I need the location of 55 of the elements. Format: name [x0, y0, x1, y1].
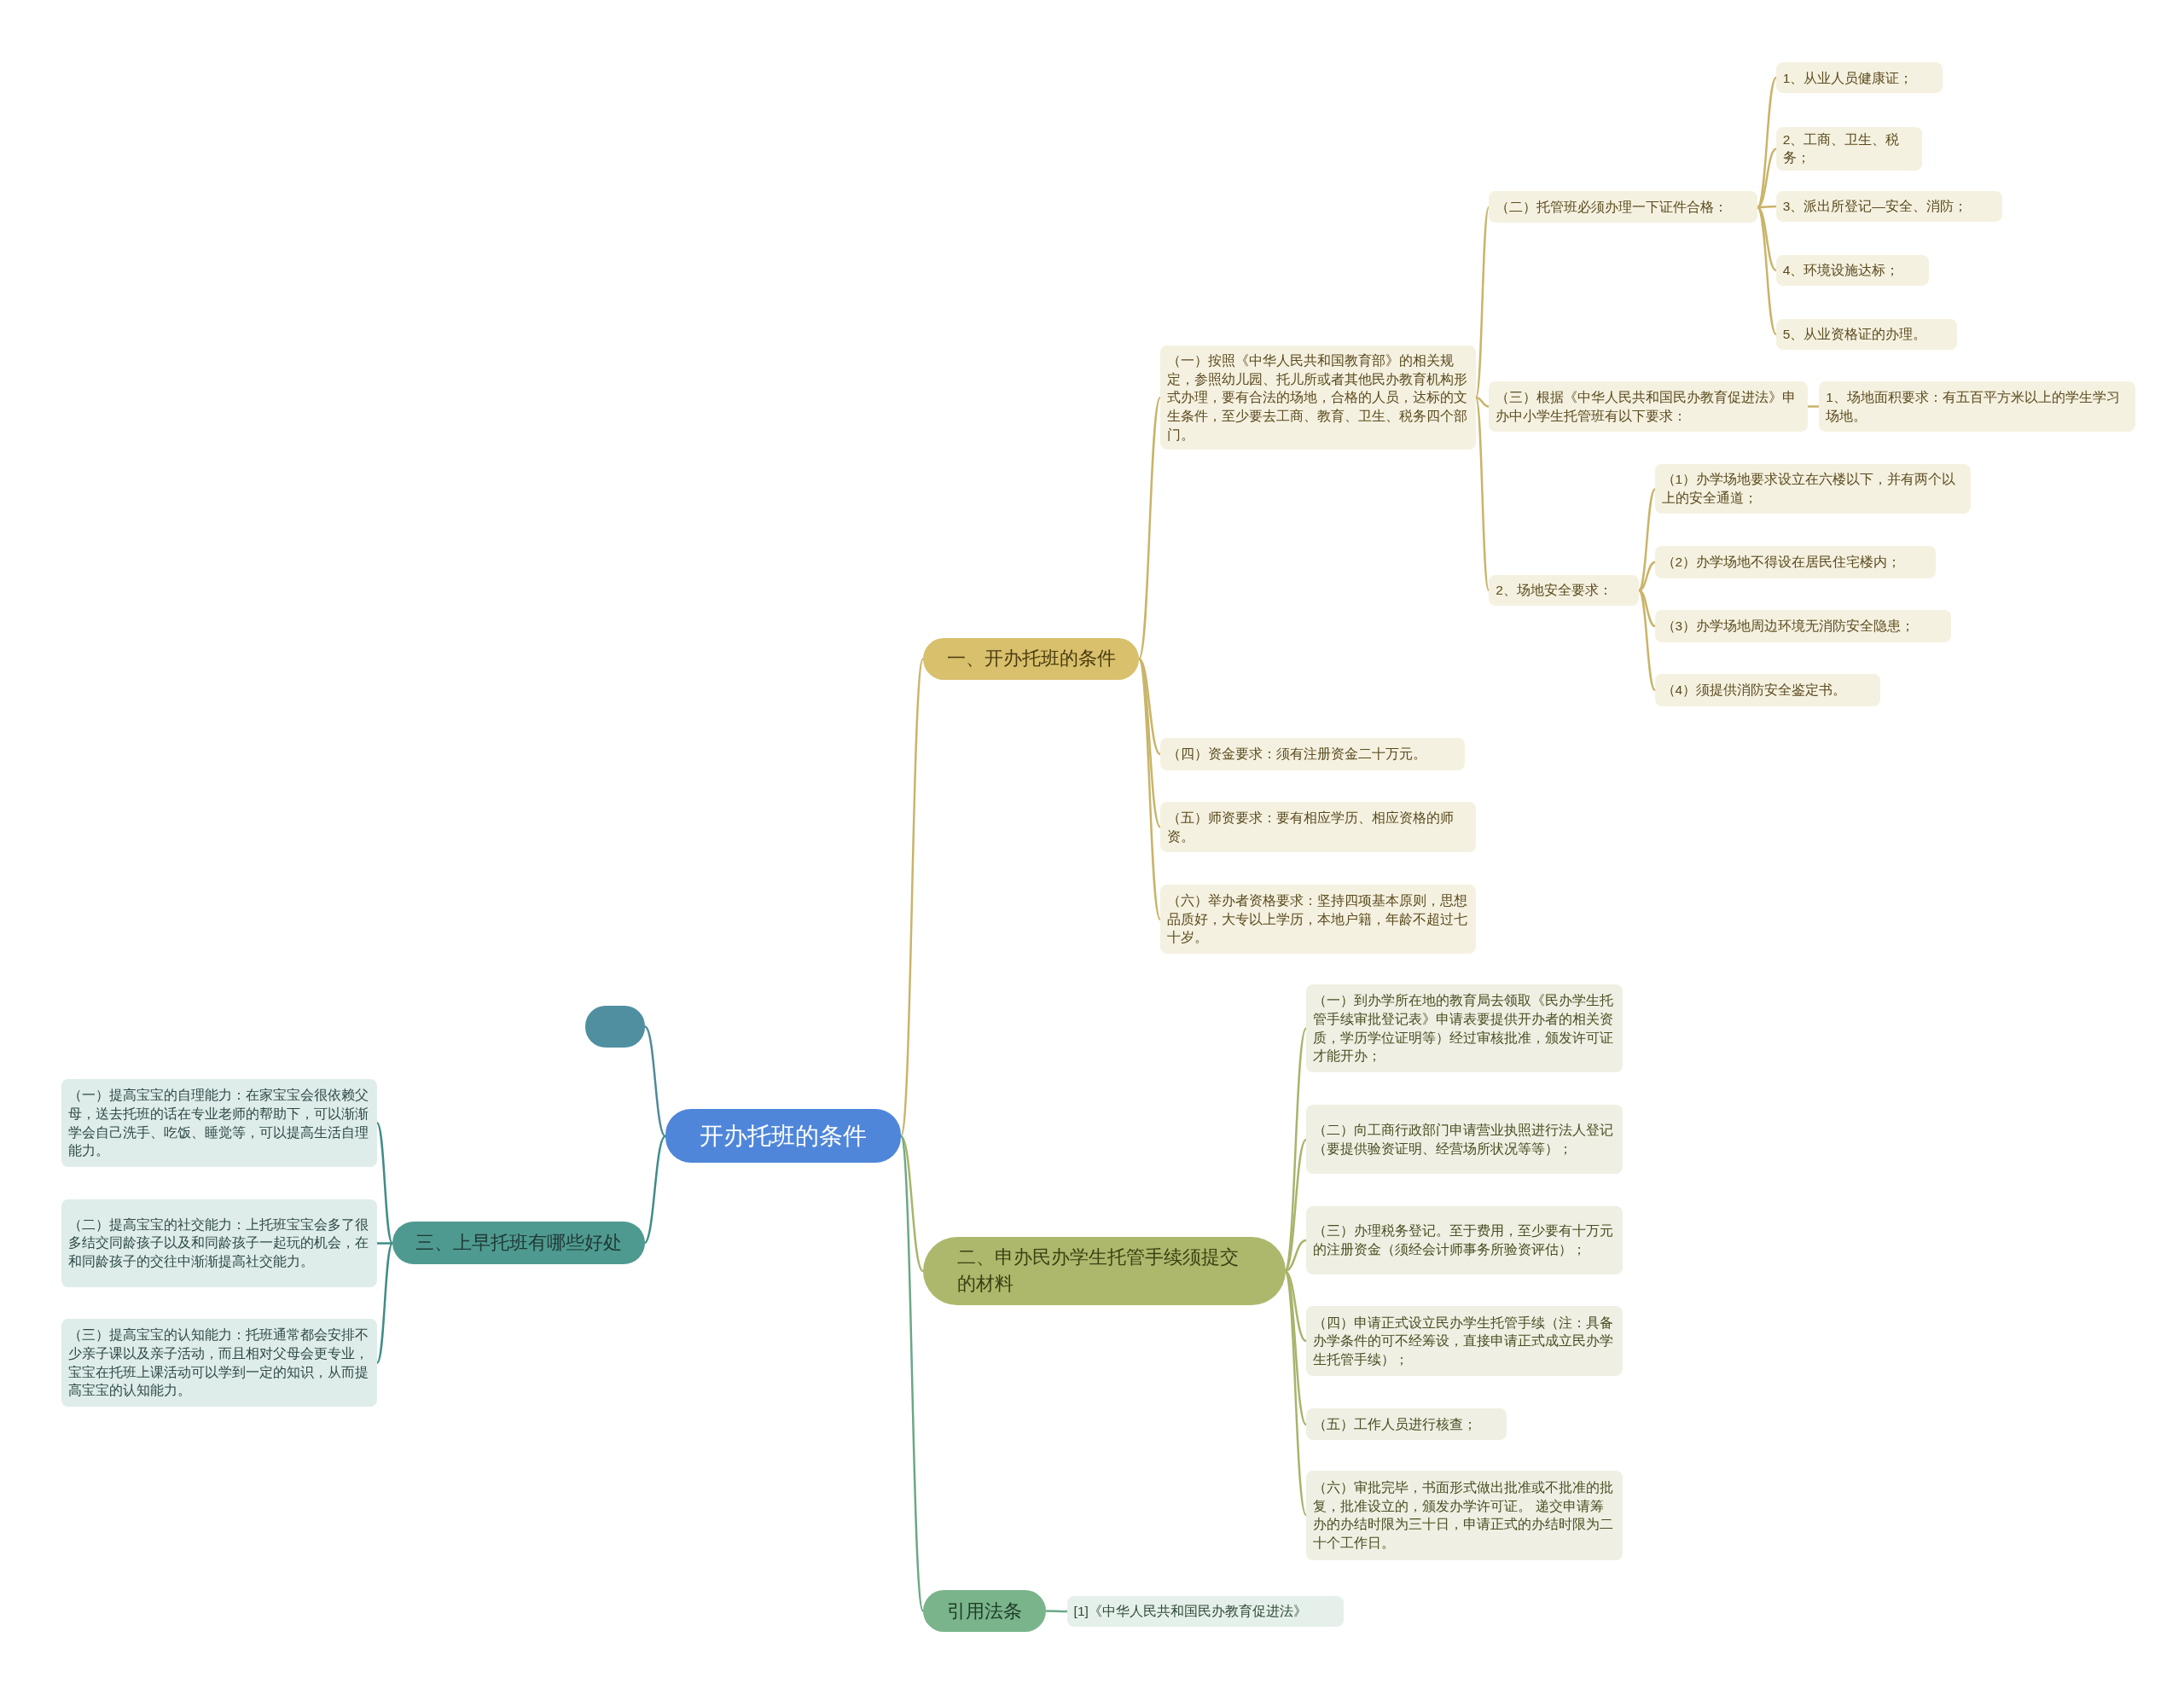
connector-line [1284, 1239, 1307, 1273]
connector-line [899, 659, 925, 1137]
connector-line [644, 1025, 666, 1137]
connector-line [1638, 589, 1656, 628]
connector-line [376, 1242, 393, 1364]
connector-line [1757, 206, 1777, 272]
topic-box: （二）提高宝宝的社交能力：上托班宝宝会多了很多结交同龄孩子以及和同龄孩子一起玩的机会，在和同龄孩子的交往中渐渐提高社交能力。 [61, 1199, 378, 1287]
connector-line [1138, 658, 1161, 755]
connector-line [900, 1135, 924, 1272]
connector-line [899, 1135, 925, 1611]
topic-box: （五）工作人员进行核查； [1306, 1408, 1507, 1441]
connector-line [1284, 1139, 1307, 1272]
branch-topic: 二、申办民办学生托管手续须提交的材料 [923, 1236, 1286, 1305]
branch-topic: 引用法条 [923, 1590, 1046, 1633]
connector-line [1475, 396, 1490, 408]
topic-box: 2、工商、卫生、税务； [1775, 126, 1922, 171]
topic-box: （三）根据《中华人民共和国民办教育促进法》申办中小学生托管班有以下要求： [1489, 381, 1808, 432]
connector-line [1757, 148, 1777, 209]
topic-box: （3）办学场地周边环境无消防安全隐患； [1654, 610, 1951, 642]
connector-line [1137, 397, 1162, 660]
branch-topic: 一、开办托班的条件 [923, 637, 1140, 680]
topic-box: （一）到办学所在地的教育局去领取《民办学生托管手续审批登记表》申请表要提供开办者的相关资质，学历学位证明等）经过审核批准，颁发许可证才能开办； [1306, 984, 1623, 1073]
topic-box: 5、从业资格证的办理。 [1775, 318, 1957, 350]
connector-line [643, 1135, 666, 1245]
connector-line [1638, 488, 1656, 591]
branch-topic: 三、上早托班有哪些好处 [392, 1221, 645, 1265]
connector-line [1284, 1269, 1307, 1343]
topic-box: （五）师资要求：要有相应学历、相应资格的师资。 [1160, 802, 1477, 853]
topic-box: （2）办学场地不得设在居民住宅楼内； [1654, 546, 1937, 578]
topic-box: （六）举办者资格要求：坚持四项基本原则，思想品质好，大专以上学历，本地户籍，年龄不超过七十岁。 [1160, 884, 1477, 955]
connector-line [1046, 1610, 1067, 1613]
topic-box: （二）托管班必须办理一下证件合格： [1489, 190, 1758, 223]
topic-box: 3、派出所登记—安全、消防； [1775, 190, 2003, 222]
empty-topic [584, 1005, 645, 1048]
topic-box: （四）申请正式设立民办学生托管手续（注：具备办学条件的可不经筹设，直接申请正式成立民办学生托管手续）； [1306, 1306, 1623, 1377]
topic-box: [1]《中华人民共和国民办教育促进法》 [1066, 1596, 1345, 1627]
connector-line [376, 1122, 393, 1245]
topic-box: 1、从业人员健康证； [1775, 62, 1943, 94]
connector-line [377, 1242, 392, 1245]
connector-line [1808, 405, 1819, 408]
connector-line [1757, 205, 1776, 209]
topic-box: （六）审批完毕，书面形式做出批准或不批准的批复，批准设立的，颁发办学许可证。 递交申请筹办的办结时限为三十日，申请正式的办结时限为二十个工作日。 [1306, 1471, 1623, 1560]
topic-box: 4、环境设施达标； [1775, 254, 1929, 286]
topic-box: 1、场地面积要求：有五百平方米以上的学生学习场地。 [1819, 381, 2135, 432]
topic-box: （一）提高宝宝的自理能力：在家宝宝会很依赖父母，送去托班的话在专业老师的帮助下，可以渐渐学会自己洗手、吃饭、睡觉等，可以提高生活自理能力。 [61, 1079, 378, 1168]
topic-box: （三）办理税务登记。至于费用，至少要有十万元的注册资金（须经会计师事务所验资评估）； [1306, 1205, 1623, 1274]
topic-box: （4）须提供消防安全鉴定书。 [1654, 674, 1880, 706]
central-topic: 开办托班的条件 [665, 1108, 902, 1164]
topic-box: （一）按照《中华人民共和国教育部》的相关规定，参照幼儿园、托儿所或者其他民办教育机构形式办理，要有合法的场地，合格的人员，达标的文生条件，至少要去工商、教育、卫生、税务四个部门。 [1160, 345, 1477, 450]
topic-box: 2、场地安全要求： [1489, 575, 1640, 607]
topic-box: （四）资金要求：须有注册资金二十万元。 [1160, 738, 1466, 770]
topic-box: （二）向工商行政部门申请营业执照进行法人登记（要提供验资证明、经营场所状况等等）； [1306, 1104, 1623, 1175]
connector-line [1638, 560, 1656, 592]
topic-box: （三）提高宝宝的认知能力：托班通常都会安排不少亲子课以及亲子活动，而且相对父母会更专业，宝宝在托班上课活动可以学到一定的知识，从而提高宝宝的认知能力。 [61, 1319, 378, 1407]
topic-box: （1）办学场地要求设立在六楼以下，并有两个以上的安全通道； [1654, 463, 1971, 514]
